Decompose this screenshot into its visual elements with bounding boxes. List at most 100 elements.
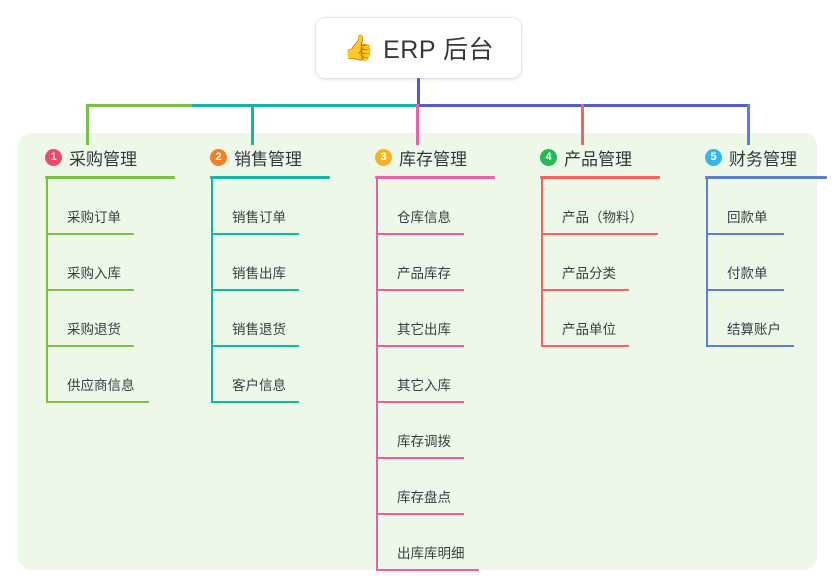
branch-item-label: 库存调拨 [397,434,451,449]
branch-items: 采购订单采购入库采购退货供应商信息 [36,179,186,403]
connector-drop-col4 [581,104,584,145]
branch-item-underline [376,289,464,291]
branch-item-underline [376,233,464,235]
branch-item[interactable]: 仓库信息 [366,179,516,235]
branch-item[interactable]: 付款单 [696,235,839,291]
branch-item-label: 付款单 [727,266,768,281]
branch-item-underline [46,345,134,347]
branch-item-label: 其它出库 [397,322,451,337]
branch-item[interactable]: 产品（物料） [531,179,681,235]
branch-item[interactable]: 库存调拨 [366,403,516,459]
branches-panel [18,133,817,570]
branch-item[interactable]: 供应商信息 [36,347,186,403]
branch-item-underline [541,289,629,291]
branch-item[interactable]: 产品单位 [531,291,681,347]
branch-number-badge: 4 [540,149,557,166]
branch-item[interactable]: 回款单 [696,179,839,235]
branch-underline [540,176,660,179]
branch-item-underline [376,345,464,347]
branch-item-label: 采购订单 [67,210,121,225]
root-title: ERP 后台 [383,36,495,64]
branch-spine [706,179,708,347]
branch-items: 销售订单销售出库销售退货客户信息 [201,179,351,403]
branch-header-2[interactable]: 2 销售管理 [201,145,351,170]
branch-underline [210,176,330,179]
branch-item-label: 采购入库 [67,266,121,281]
branch-item[interactable]: 结算账户 [696,291,839,347]
branch-number-badge: 3 [375,149,392,166]
connector-drop-col5 [747,104,750,145]
branch-item-underline [376,513,464,515]
branch-header-5[interactable]: 5 财务管理 [696,145,839,170]
root-node[interactable]: 👍 ERP 后台 [316,18,521,78]
branch-item-label: 结算账户 [727,322,781,337]
branch-spine [211,179,213,403]
connector-bus-teal [192,104,419,107]
branch-column-3: 3 库存管理仓库信息产品库存其它出库其它入库库存调拨库存盘点出库库明细 [366,145,516,571]
branch-title: 采购管理 [69,150,137,169]
branch-item-label: 供应商信息 [67,378,135,393]
connector-drop-col3 [416,104,419,145]
branch-item[interactable]: 采购入库 [36,235,186,291]
branch-column-2: 2 销售管理销售订单销售出库销售退货客户信息 [201,145,351,403]
branch-column-5: 5 财务管理回款单付款单结算账户 [696,145,839,347]
branch-item-label: 采购退货 [67,322,121,337]
branch-item-underline [211,345,299,347]
branch-item-label: 客户信息 [232,378,286,393]
branch-item-underline [376,569,479,571]
branch-title: 销售管理 [234,150,302,169]
branch-item-underline [376,457,464,459]
branch-title: 财务管理 [729,150,797,169]
branch-item-underline [376,401,464,403]
branch-item[interactable]: 产品库存 [366,235,516,291]
branch-item-underline [46,289,134,291]
branch-column-1: 1 采购管理采购订单采购入库采购退货供应商信息 [36,145,186,403]
branch-spine [376,179,378,571]
branch-item-label: 销售退货 [232,322,286,337]
connector-root-stem [417,78,420,106]
branch-item-underline [211,401,299,403]
branch-item-label: 产品分类 [562,266,616,281]
connector-drop-col1 [86,104,89,145]
branch-item[interactable]: 产品分类 [531,235,681,291]
branch-item[interactable]: 出库库明细 [366,515,516,571]
branch-item-underline [46,233,134,235]
thumbs-up-icon: 👍 [342,33,375,62]
branch-item[interactable]: 销售退货 [201,291,351,347]
branch-item-label: 产品（物料） [562,210,643,225]
branch-item-underline [211,233,299,235]
branch-title: 库存管理 [399,150,467,169]
branch-item-label: 回款单 [727,210,768,225]
branch-item[interactable]: 其它入库 [366,347,516,403]
branch-spine [46,179,48,403]
connector-drop-col2 [251,104,254,145]
branch-column-4: 4 产品管理产品（物料） 产品分类产品单位 [531,145,681,347]
branch-item-underline [706,289,784,291]
branch-item-underline [706,233,784,235]
branch-item[interactable]: 其它出库 [366,291,516,347]
branch-item-underline [541,345,629,347]
branch-header-4[interactable]: 4 产品管理 [531,145,681,170]
branch-item[interactable]: 库存盘点 [366,459,516,515]
branch-item-underline [706,345,794,347]
branch-header-3[interactable]: 3 库存管理 [366,145,516,170]
branch-item-label: 出库库明细 [397,546,465,561]
branch-item-label: 产品单位 [562,322,616,337]
branch-item[interactable]: 销售出库 [201,235,351,291]
branch-spine [541,179,543,347]
branch-number-badge: 2 [210,149,227,166]
branch-underline [375,176,495,179]
branch-header-1[interactable]: 1 采购管理 [36,145,186,170]
branch-item-label: 仓库信息 [397,210,451,225]
branch-number-badge: 1 [45,149,62,166]
branch-item-underline [211,289,299,291]
branch-item[interactable]: 客户信息 [201,347,351,403]
branch-number-badge: 5 [705,149,722,166]
branch-item-label: 库存盘点 [397,490,451,505]
branch-item[interactable]: 采购退货 [36,291,186,347]
branch-items: 回款单付款单结算账户 [696,179,839,347]
branch-item[interactable]: 销售订单 [201,179,351,235]
branch-title: 产品管理 [564,150,632,169]
branch-item[interactable]: 采购订单 [36,179,186,235]
